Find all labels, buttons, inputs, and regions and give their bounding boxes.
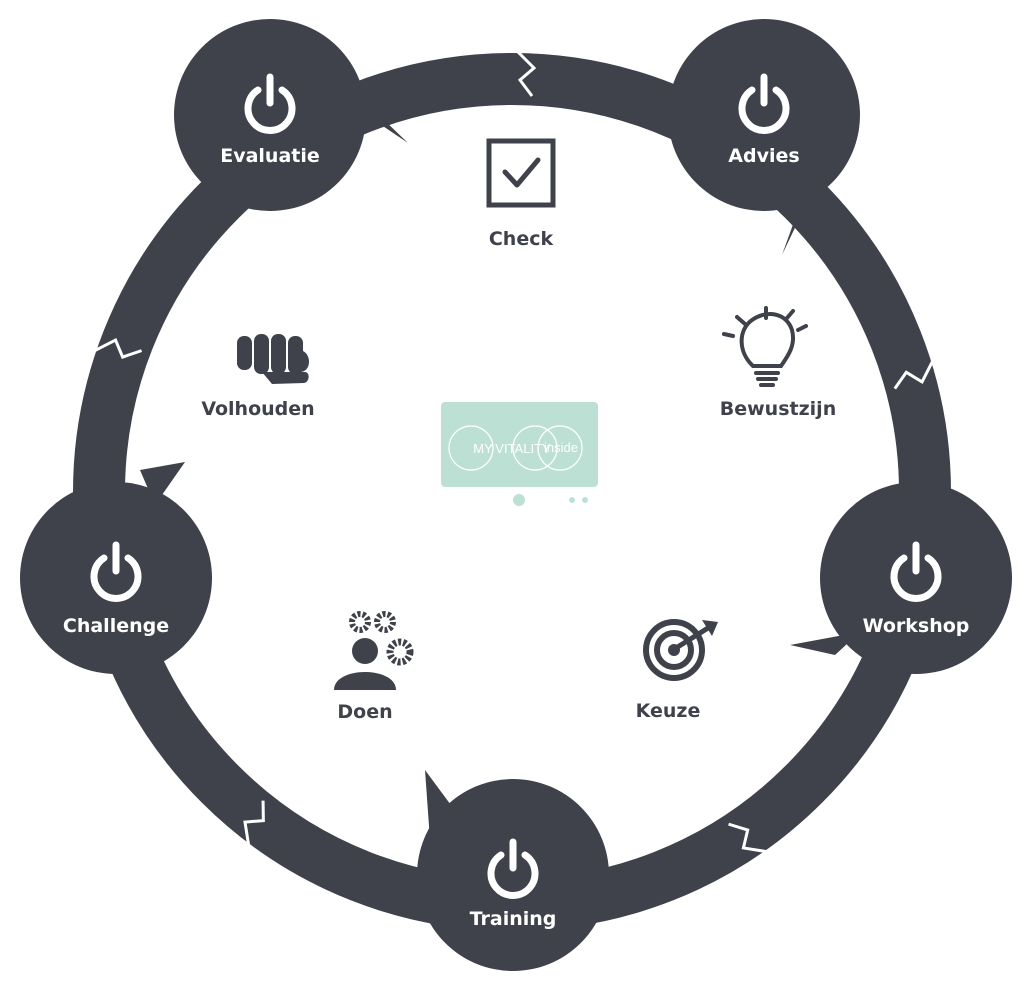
checkbox-icon [486, 138, 556, 208]
node-label: Evaluatie [220, 145, 320, 167]
inner-label: Check [489, 228, 554, 250]
person-gears-icon [334, 611, 414, 690]
logo-dot-small [569, 497, 575, 503]
node-label: Workshop [863, 615, 970, 637]
outer-node-challenge: Challenge [20, 482, 212, 674]
logo-dot-large [513, 494, 525, 506]
inner-item-doen: Doen [334, 611, 414, 723]
logo-dot-small [582, 497, 588, 503]
inner-label: Doen [337, 701, 392, 723]
inner-label: Volhouden [201, 398, 314, 420]
inner-item-bewustzijn: Bewustzijn [720, 306, 836, 420]
logo-vitality: VITALITY [495, 441, 551, 456]
node-label: Challenge [63, 615, 169, 637]
target-icon [643, 619, 718, 681]
fist-icon [237, 334, 309, 384]
logo-inside: inside [544, 440, 578, 455]
outer-node-training: Training [417, 779, 609, 971]
ring-breaks [94, 50, 934, 853]
logo-my: MY [473, 441, 493, 456]
node-label: Training [470, 908, 557, 930]
outer-node-workshop: Workshop [820, 482, 1012, 674]
outer-node-advies: Advies [668, 19, 860, 211]
node-label: Advies [728, 145, 799, 167]
lightbulb-icon [722, 306, 808, 387]
my-vitality-logo: MY VITALITY inside [441, 402, 598, 506]
inner-label: Keuze [636, 700, 701, 722]
inner-item-volhouden: Volhouden [201, 334, 315, 420]
inner-item-keuze: Keuze [636, 619, 718, 722]
outer-node-evaluatie: Evaluatie [174, 19, 366, 211]
inner-label: Bewustzijn [720, 398, 836, 420]
inner-item-check: Check [486, 138, 556, 250]
